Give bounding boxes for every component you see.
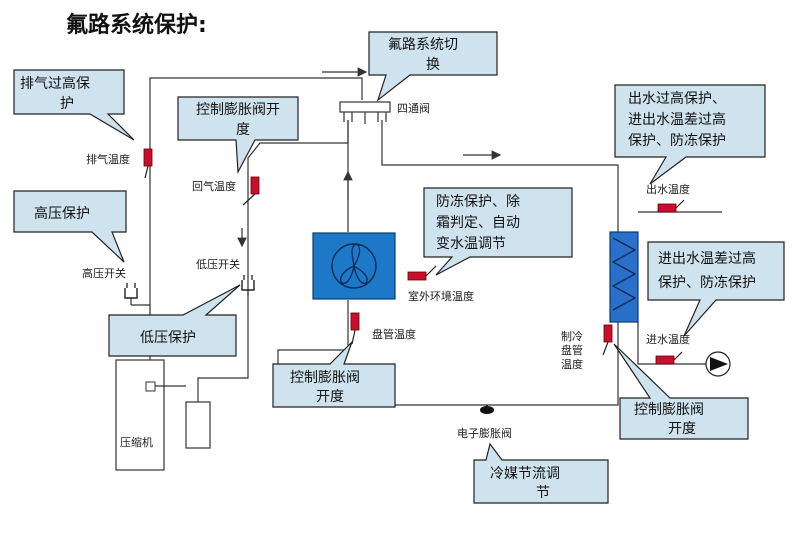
discharge-line: [149, 77, 363, 360]
callout-fluorine-switch: 氟路系统切 换: [368, 31, 498, 102]
low-pressure-switch: 低压开关: [196, 257, 255, 291]
callout-temp-diff-protect-line-2: 保护、防冻保护: [658, 274, 756, 291]
callout-low-pressure-protect: 低压保护: [108, 284, 241, 357]
callout-refrigerant-throttle: 冷媒节流调 节: [473, 442, 609, 504]
outdoor-ambient-temp-sensor: 室外环境温度: [407, 265, 474, 303]
coil-temp-sensor: 盘管温度: [350, 312, 416, 345]
outlet-water-temp-label: 出水温度: [646, 182, 690, 196]
callout-high-pressure-protect-text: 高压保护: [34, 205, 90, 222]
callout-fluorine-switch-line-2: 换: [426, 56, 440, 73]
callout-outlet-protect: 出水过高保护、 进出水温差过高 保护、防冻保护: [614, 84, 766, 185]
high-pressure-switch: 高压开关: [82, 266, 138, 299]
callout-expansion-open-mid: 控制膨胀阀 开度: [272, 341, 396, 408]
return-gas-temp-label: 回气温度: [192, 179, 236, 193]
low-pressure-switch-label: 低压开关: [196, 257, 240, 271]
expansion-valve-label: 电子膨胀阀: [457, 426, 512, 440]
callout-refrigerant-throttle-line-1: 冷媒节流调: [490, 466, 560, 482]
callout-refrigerant-throttle-line-2: 节: [536, 485, 550, 501]
callout-expansion-open-right-line-2: 开度: [668, 421, 696, 437]
callout-expansion-open-right-line-1: 控制膨胀阀: [634, 401, 704, 418]
electronic-expansion-valve: 电子膨胀阀: [457, 405, 512, 440]
callout-temp-diff-protect-line-1: 进出水温差过高: [658, 250, 756, 267]
fan-coil-unit: [312, 232, 396, 300]
callout-expansion-open-top-line-2: 度: [236, 122, 250, 138]
water-inlet-pipe: [637, 322, 706, 365]
inlet-water-temp-label: 进水温度: [646, 332, 690, 346]
callout-discharge-protect: 排气过高保 护: [13, 69, 135, 141]
callout-expansion-open-top: 控制膨胀阀开 度: [177, 96, 299, 175]
inlet-water-temp-sensor: 进水温度: [646, 332, 690, 365]
cooling-coil-temp-label-2: 盘管: [561, 343, 583, 357]
callout-defrost-line-2: 霜判定、自动: [436, 215, 520, 231]
accumulator: [185, 401, 211, 449]
high-pressure-switch-label: 高压开关: [82, 266, 126, 280]
flow-arrows: [237, 67, 502, 248]
compressor-label: 压缩机: [120, 435, 153, 449]
page-title: 氟路系统保护:: [66, 12, 207, 38]
discharge-temp-sensor: 排气温度: [86, 148, 153, 179]
outdoor-ambient-temp-label: 室外环境温度: [408, 289, 474, 303]
callout-defrost-line-3: 变水温调节: [436, 236, 506, 252]
callout-temp-diff-protect: 进出水温差过高 保护、防冻保护: [647, 241, 785, 337]
callout-outlet-protect-line-2: 进出水温差过高: [628, 111, 726, 128]
callout-defrost: 防冻保护、除 霜判定、自动 变水温调节: [423, 187, 573, 276]
cooling-coil-temp-sensor: 制冷 盘管 温度: [561, 324, 613, 371]
valve-to-exchanger-line: [381, 120, 619, 232]
callout-fluorine-switch-line-1: 氟路系统切: [388, 37, 458, 53]
callout-discharge-protect-line-2: 护: [60, 96, 74, 112]
callout-low-pressure-protect-text: 低压保护: [140, 330, 196, 346]
return-gas-temp-sensor: 回气温度: [192, 176, 260, 206]
callout-outlet-protect-line-3: 保护、防冻保护: [628, 132, 726, 149]
discharge-temp-label: 排气温度: [86, 152, 130, 166]
four-way-valve-label: 四通阀: [397, 101, 430, 115]
callout-outlet-protect-line-1: 出水过高保护、: [628, 90, 726, 107]
callout-high-pressure-protect: 高压保护: [13, 190, 127, 263]
compressor: 压缩机: [115, 359, 165, 471]
callout-discharge-protect-line-1: 排气过高保: [20, 75, 90, 92]
water-pump-icon: [705, 351, 731, 377]
callout-defrost-line-1: 防冻保护、除: [436, 193, 520, 210]
callout-expansion-open-right: 控制膨胀阀 开度: [613, 343, 749, 440]
four-way-valve: 四通阀: [339, 101, 430, 124]
plate-heat-exchanger: [609, 231, 639, 323]
coil-temp-label: 盘管温度: [372, 327, 416, 341]
callout-expansion-open-top-line-1: 控制膨胀阀开: [196, 101, 280, 118]
cooling-coil-temp-label-3: 温度: [561, 357, 583, 371]
callout-expansion-open-mid-line-1: 控制膨胀阀: [290, 369, 360, 386]
outlet-water-temp-sensor: 出水温度: [646, 182, 690, 213]
callout-expansion-open-mid-line-2: 开度: [316, 389, 344, 405]
cooling-coil-temp-label-1: 制冷: [561, 330, 583, 343]
